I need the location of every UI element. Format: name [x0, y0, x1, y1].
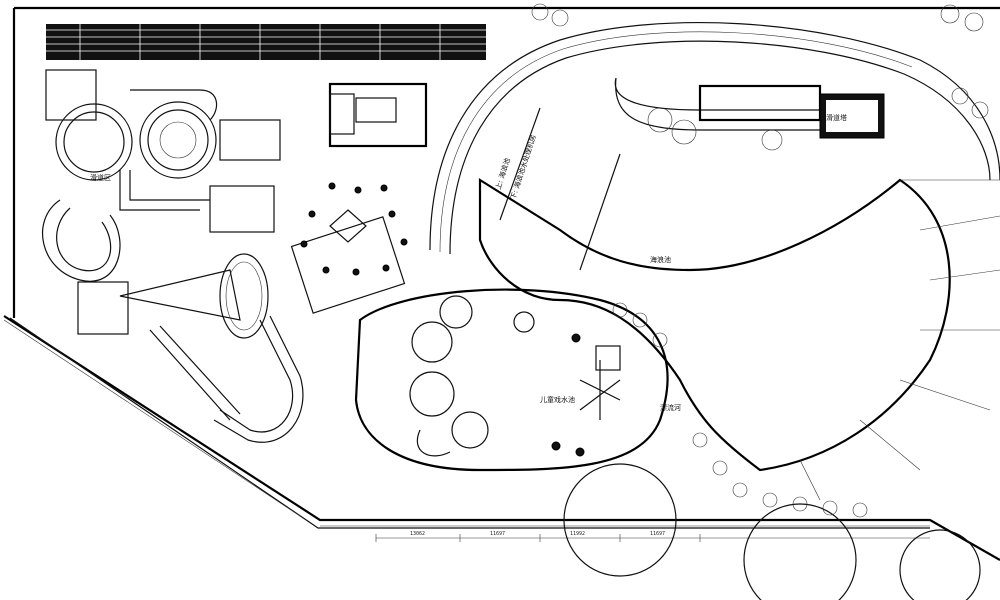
lazy-river — [429, 21, 1000, 255]
left-slide-loops — [42, 69, 281, 335]
seating-area — [290, 182, 408, 314]
dimension-line: 13062 11697 11992 11697 — [375, 531, 930, 542]
pump-house — [328, 82, 428, 148]
funnel-slide — [119, 253, 304, 443]
site-boundary — [3, 6, 1000, 561]
slide-area-label: 滑道区 — [90, 173, 111, 182]
top-slide-structure — [46, 24, 486, 60]
upper-slide-tower: 滑道塔 — [614, 77, 885, 151]
trees — [531, 3, 989, 518]
pool-room-label: 下: 海浪池水处理机房 — [508, 134, 537, 201]
slide-tower-label: 滑道塔 — [826, 113, 847, 122]
kids-play-zone: 儿童戏水池 — [354, 288, 669, 472]
svg-text:11697: 11697 — [490, 531, 505, 537]
svg-text:11992: 11992 — [570, 531, 585, 537]
wave-pool: 海浪池 上: 海浪池 下: 海浪池水处理机房 — [478, 107, 1000, 501]
lazy-river-label: 漂流河 — [660, 403, 681, 412]
svg-text:13062: 13062 — [410, 531, 425, 537]
lower-planting-circles — [563, 463, 981, 600]
kids-pool-label: 儿童戏水池 — [540, 395, 575, 404]
pool-vertical-label: 上: 海浪池 — [493, 157, 512, 191]
wave-pool-label: 海浪池 — [650, 255, 671, 264]
svg-text:11697: 11697 — [650, 531, 665, 537]
